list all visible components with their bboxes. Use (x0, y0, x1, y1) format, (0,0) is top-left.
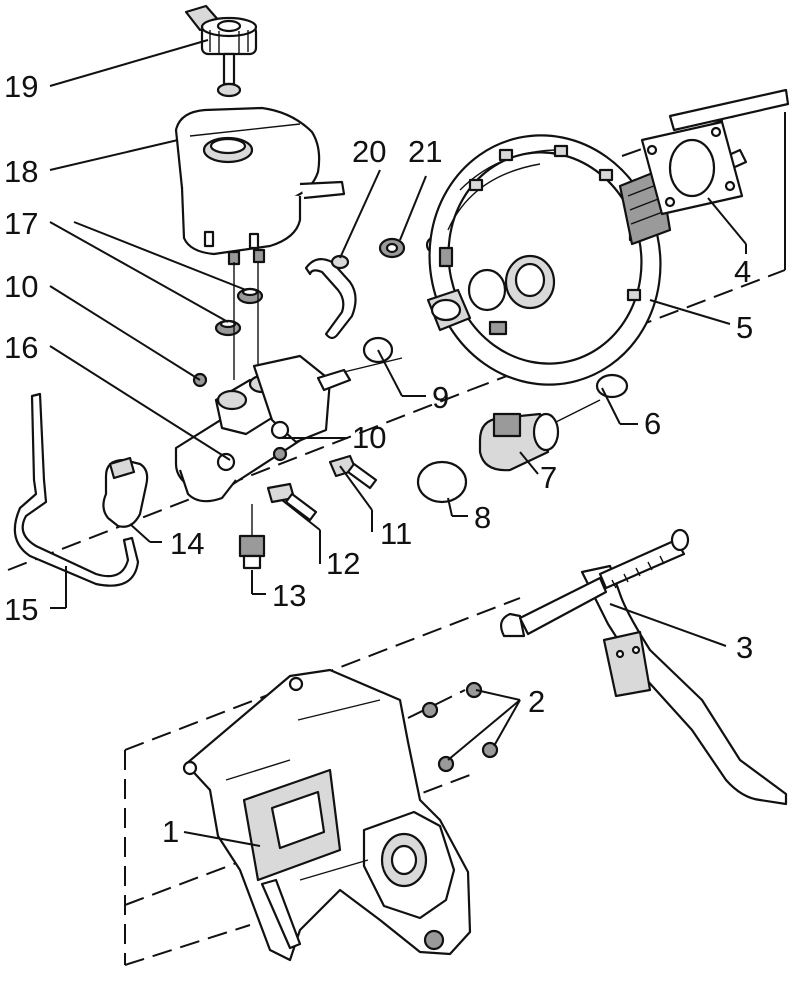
callout-21: 21 (408, 134, 442, 169)
callout-9: 9 (432, 380, 449, 415)
callout-labels: 19 18 17 10 16 20 21 4 5 9 6 10 7 8 11 1… (4, 69, 753, 849)
callout-1: 1 (162, 814, 179, 849)
callout-20: 20 (352, 134, 386, 169)
fluid-reservoir (174, 106, 346, 266)
callout-5: 5 (736, 310, 753, 345)
callout-15: 15 (4, 592, 38, 627)
callout-19: 19 (4, 69, 38, 104)
hose-clip (102, 456, 149, 528)
callout-16: 16 (4, 330, 38, 365)
callout-4: 4 (734, 254, 751, 289)
callout-2: 2 (528, 684, 545, 719)
pedal-bracket (182, 668, 472, 962)
callout-6: 6 (644, 406, 661, 441)
callout-11: 11 (380, 516, 412, 551)
callout-10-upper: 10 (4, 269, 38, 304)
callout-14: 14 (170, 526, 204, 561)
booster-gasket (640, 120, 744, 216)
callout-7: 7 (540, 460, 557, 495)
reservoir-cap (184, 4, 258, 98)
callout-12: 12 (326, 546, 360, 581)
brake-line-fittings (238, 454, 378, 570)
callout-17: 17 (4, 206, 38, 241)
callout-18: 18 (4, 154, 38, 189)
booster-check-valve (426, 288, 472, 332)
callout-8: 8 (474, 500, 491, 535)
callout-13: 13 (272, 578, 306, 613)
brake-pedal (499, 528, 788, 806)
mounting-nuts (421, 681, 499, 773)
pressure-sensor (478, 399, 601, 472)
master-cylinder (174, 354, 403, 503)
reservoir-grommets (214, 262, 264, 380)
callout-10-lower: 10 (352, 420, 386, 455)
leader-lines (49, 39, 747, 847)
reservoir-hose (13, 392, 140, 587)
callout-3: 3 (736, 630, 753, 665)
vacuum-hose (304, 254, 357, 340)
brake-booster (428, 134, 662, 386)
